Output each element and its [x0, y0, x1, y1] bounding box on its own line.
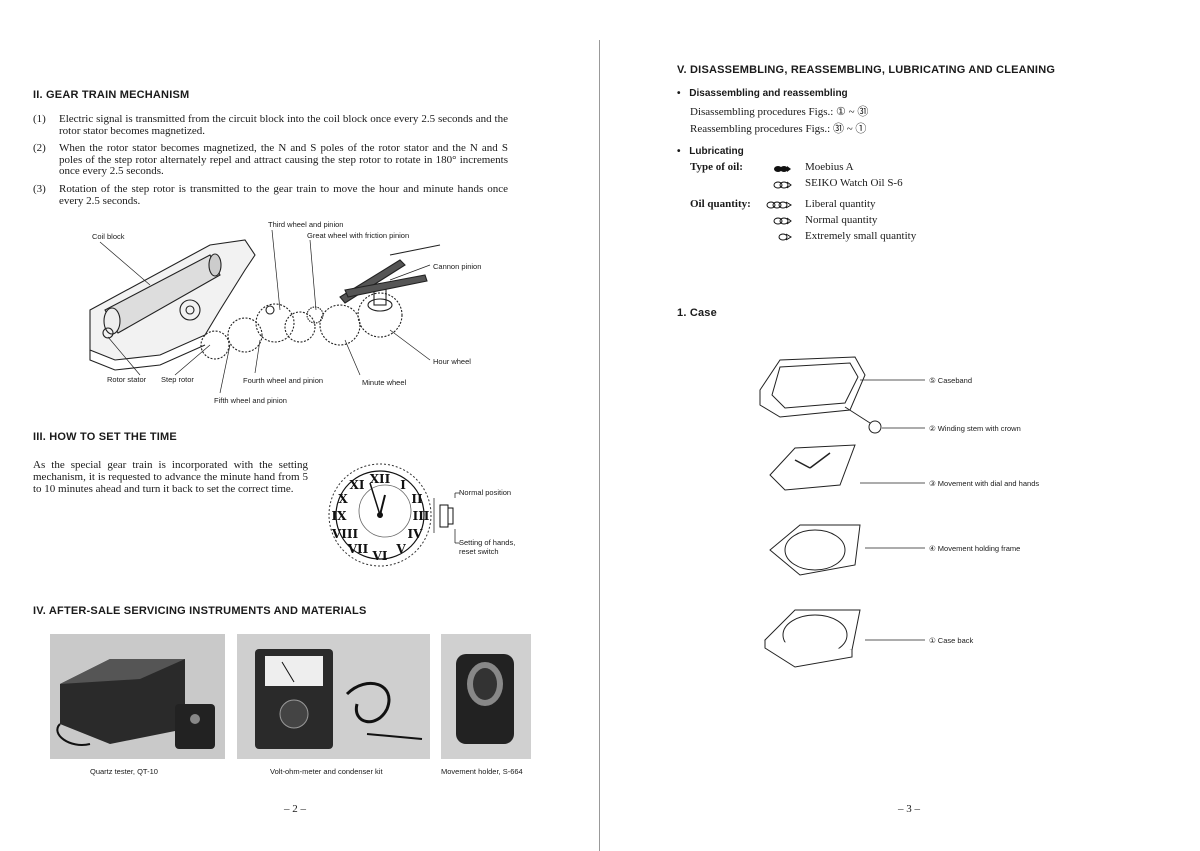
svg-text:II: II [411, 492, 423, 506]
svg-text:III: III [413, 509, 430, 523]
liberal-quantity-icon [766, 201, 792, 209]
label-normal-position: Normal position [459, 488, 512, 497]
page-spine [599, 40, 600, 851]
part-movement-dial: ③ Movement with dial and hands [929, 479, 1040, 488]
case-leader-lines [860, 379, 925, 641]
quartz-tester-photo [50, 634, 225, 759]
quantity-extremely-small: Extremely small quantity [805, 230, 917, 242]
disassembling-heading: • Disassembling and reassembling [677, 88, 848, 99]
label-reset-switch: reset switch [459, 547, 499, 556]
svg-text:V: V [395, 542, 406, 556]
section-4-title: IV. AFTER-SALE SERVICING INSTRUMENTS AND… [33, 605, 367, 617]
section-5-title: V. DISASSEMBLING, REASSEMBLING, LUBRICAT… [677, 64, 1056, 76]
quantity-normal: Normal quantity [805, 214, 878, 226]
watch-dial-diagram: XII I II III IV V VI VII VIII IX X XI [328, 463, 460, 567]
label-cannon-pinion: Cannon pinion [433, 262, 482, 271]
case-heading: 1. Case [677, 307, 717, 319]
oil-quantity-label: Oil quantity: [690, 198, 751, 210]
type-of-oil-label: Type of oil: [690, 161, 743, 173]
svg-text:IX: IX [332, 509, 348, 523]
label-rotor-stator: Rotor stator [107, 375, 147, 384]
svg-text:VIII: VIII [331, 527, 359, 541]
svg-text:XII: XII [370, 472, 391, 486]
part-caseband: ⑤ Caseband [929, 376, 973, 385]
page-number-right: – 3 – [898, 803, 920, 815]
quantity-liberal: Liberal quantity [805, 198, 876, 210]
label-fifth-wheel: Fifth wheel and pinion [214, 396, 287, 405]
case-exploded-diagram [759, 356, 882, 668]
list-item: (2) When the rotor stator becomes magnet… [33, 142, 508, 177]
reassembling-line: Reassembling procedures Figs.: ㉛ ~ ① [690, 123, 867, 135]
page-number-left: – 2 – [284, 803, 306, 815]
list-item: (3) Rotation of the step rotor is transm… [33, 183, 508, 207]
gear-train-diagram [89, 229, 441, 394]
caption-movement-holder: Movement holder, S-664 [441, 767, 523, 776]
svg-text:IV: IV [408, 527, 424, 541]
part-holding-frame: ④ Movement holding frame [929, 544, 1021, 553]
svg-text:X: X [338, 492, 348, 506]
volt-ohm-meter-photo [237, 634, 430, 759]
lubricating-heading: • Lubricating [677, 146, 744, 157]
label-great-wheel: Great wheel with friction pinion [307, 231, 410, 240]
label-minute-wheel: Minute wheel [362, 378, 407, 387]
movement-holder-photo [441, 634, 531, 759]
section-3-title: III. HOW TO SET THE TIME [33, 431, 177, 443]
label-step-rotor: Step rotor [161, 375, 194, 384]
svg-text:I: I [400, 478, 406, 492]
list-item: (1) Electric signal is transmitted from … [33, 113, 508, 137]
oil-seiko-s6: SEIKO Watch Oil S-6 [805, 177, 903, 189]
caption-volt-ohm-meter: Volt-ohm-meter and condenser kit [270, 767, 383, 776]
small-quantity-icon [778, 233, 792, 241]
label-fourth-wheel: Fourth wheel and pinion [243, 376, 324, 385]
svg-text:VII: VII [347, 542, 369, 556]
normal-quantity-icon [773, 217, 792, 225]
oil-a-icon [774, 166, 791, 172]
part-case-back: ① Case back [929, 636, 974, 645]
svg-text:VI: VI [372, 549, 388, 563]
label-hour-wheel: Hour wheel [433, 357, 471, 366]
part-winding-stem: ② Winding stem with crown [929, 424, 1021, 433]
disassembling-line: Disassembling procedures Figs.: ① ~ ㉛ [690, 106, 869, 118]
set-time-text: As the special gear train is incorporate… [33, 459, 308, 495]
oil-moebius: Moebius A [805, 161, 854, 173]
caption-quartz-tester: Quartz tester, QT-10 [90, 767, 158, 776]
svg-text:XI: XI [350, 478, 365, 492]
section-2-title: II. GEAR TRAIN MECHANISM [33, 89, 190, 101]
oil-s6-icon [773, 181, 792, 189]
label-setting-hands: Setting of hands, [459, 538, 516, 547]
label-third-wheel: Third wheel and pinion [268, 220, 344, 229]
label-coil-block: Coil block [92, 232, 125, 241]
